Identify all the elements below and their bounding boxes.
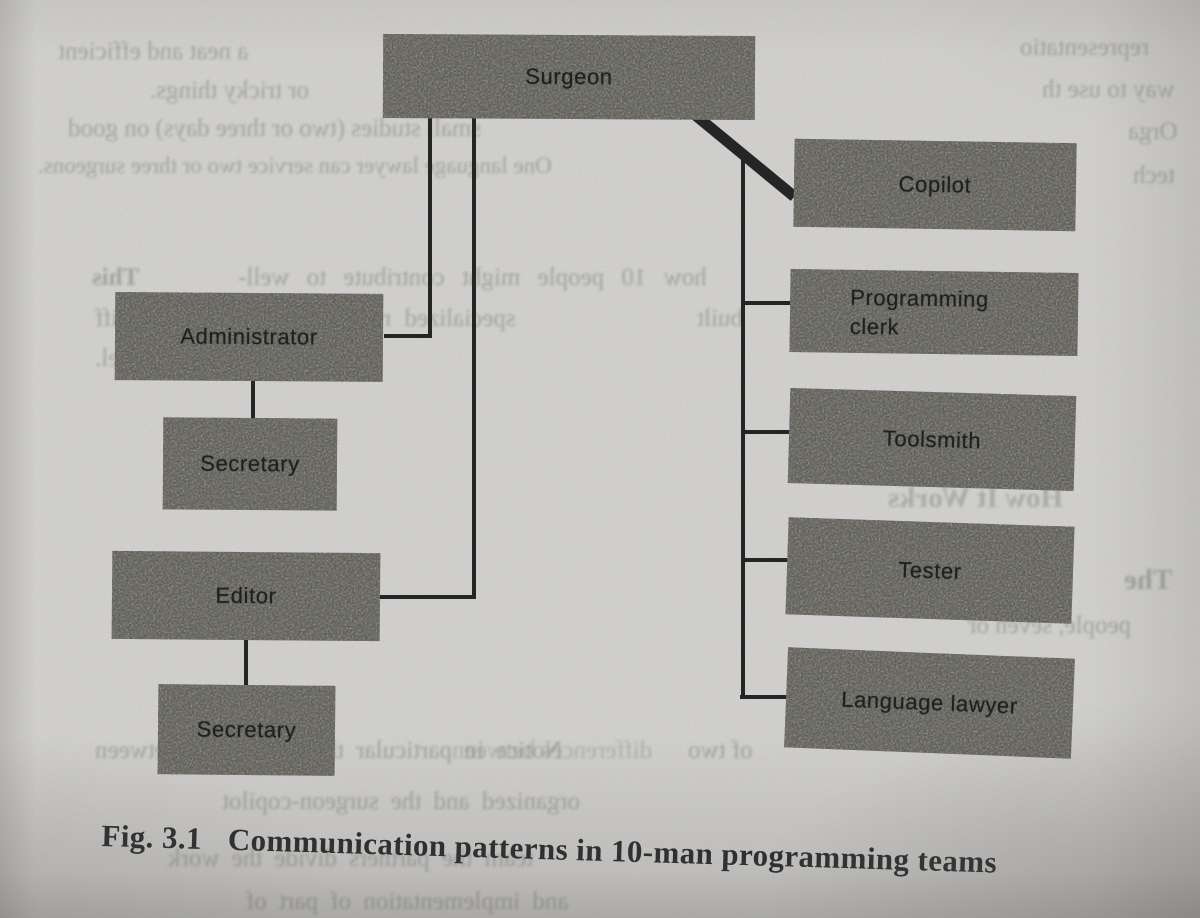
- node-label: Tester: [897, 556, 963, 584]
- edge-trunk-toolsmith: [742, 430, 792, 434]
- node-tester: Tester: [785, 517, 1075, 624]
- edge-trunk-programming-clerk: [743, 301, 793, 305]
- edge-administrator-secretary: [251, 379, 255, 421]
- node-toolsmith: Toolsmith: [787, 388, 1077, 491]
- node-label: Secretary: [200, 450, 300, 477]
- node-copilot: Copilot: [793, 138, 1077, 232]
- bleed-text-fragment: differences between: [452, 737, 653, 764]
- bleed-text-fragment: built: [697, 305, 743, 332]
- edge-right-column-trunk: [741, 158, 745, 699]
- bleed-text-fragment: organized and the surgeon-copilot: [222, 788, 580, 815]
- node-label: Programming: [850, 284, 990, 312]
- node-label: Editor: [215, 582, 277, 609]
- edge-surgeon-administrator-vertical: [428, 116, 432, 338]
- node-secretary-administrator: Secretary: [162, 417, 338, 511]
- node-label: Administrator: [180, 323, 318, 350]
- bleed-text-fragment: tech: [1133, 162, 1175, 189]
- node-label: Copilot: [898, 171, 972, 198]
- node-label: Secretary: [196, 716, 297, 743]
- bleed-text-fragment: of two: [688, 737, 753, 764]
- node-administrator: Administrator: [114, 292, 384, 382]
- node-language-lawyer: Language lawyer: [784, 647, 1075, 759]
- edge-trunk-tester: [741, 558, 791, 562]
- bleed-text-fragment: representatio: [1020, 34, 1150, 61]
- node-label: Surgeon: [525, 63, 613, 90]
- edge-editor-secretary: [244, 638, 248, 688]
- node-secretary-editor: Secretary: [157, 684, 336, 776]
- caption-gap: [202, 849, 228, 850]
- edge-surgeon-administrator-horizontal: [384, 334, 432, 338]
- bleed-text-fragment: a neat and efficient: [58, 38, 249, 65]
- bleed-text-fragment: Orga: [1128, 118, 1178, 145]
- edge-trunk-language-lawyer: [740, 695, 790, 699]
- node-programming-clerk: Programming clerk: [789, 268, 1079, 357]
- edge-surgeon-editor-horizontal: [379, 595, 476, 599]
- node-editor: Editor: [111, 550, 381, 642]
- bleed-text-fragment: way to use th: [1042, 76, 1175, 103]
- figure-caption-number: Fig. 3.1: [100, 818, 203, 856]
- bleed-text-fragment: or tricky things.: [150, 77, 310, 104]
- node-surgeon: Surgeon: [382, 34, 756, 120]
- bleed-text-fragment: This: [92, 264, 140, 291]
- bleed-text-fragment: The: [1124, 564, 1173, 596]
- bleed-text-fragment: small studies (two or three days) on goo…: [68, 115, 482, 142]
- bleed-text-fragment: and implementation of part of: [246, 888, 569, 915]
- edge-surgeon-editor-vertical: [472, 116, 476, 599]
- node-label: Toolsmith: [882, 425, 982, 453]
- node-label: clerk: [849, 313, 900, 340]
